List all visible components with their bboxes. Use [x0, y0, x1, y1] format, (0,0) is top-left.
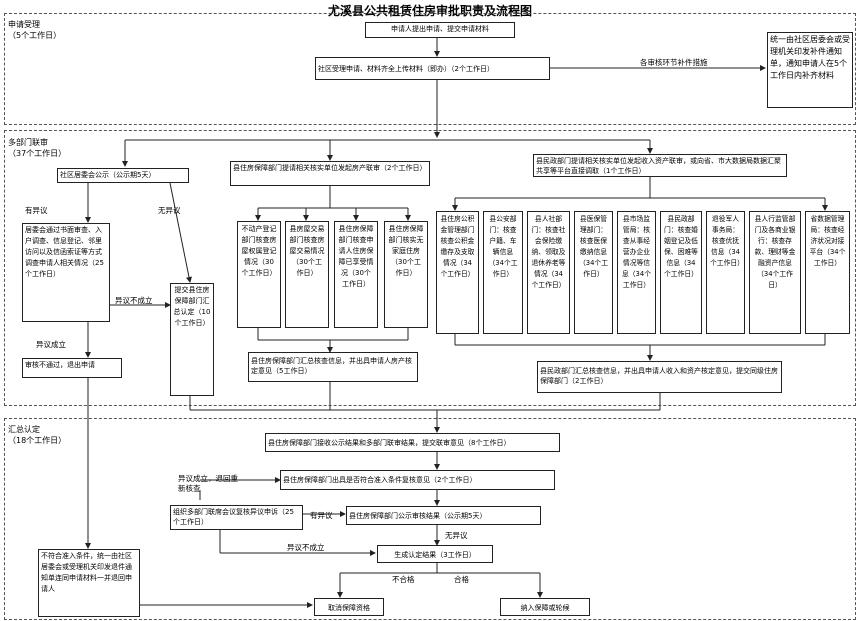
eligibility-box: 县住房保障部门出具是否符合准入条件复核意见（2个工作日） — [280, 470, 555, 490]
housing-dept-box: 县住房保障部门提请相关核实单位发起房产联审（2个工作日） — [230, 161, 430, 186]
publicity-result-box: 县住房保障部门公示审核结果（公示期5天） — [346, 506, 541, 525]
civil-col-box: 县住房公积金管理部门核查公积金缴存及支取情况（34个工作日） — [436, 211, 479, 334]
org-review-box: 组织多部门联席会议复核异议申诉（25个工作日） — [170, 505, 303, 530]
community-accept-box: 社区受理申请、材料齐全上传材料（即办）（2个工作日） — [315, 57, 550, 80]
supplement-notice-box: 统一由社区居委会或受理机关印发补件通知单，通知申请人在5个工作日内补齐材料 — [767, 32, 853, 108]
not-qualified-box: 不符合准入条件，统一由社区居委会或受理机关印发退件通知单连同申请材料一并退回申请… — [38, 549, 140, 617]
include-box: 纳入保障或轮候 — [500, 598, 590, 616]
section-confirm-name: 汇总认定 — [8, 425, 40, 434]
label-supplement: 各审核环节补件措施 — [640, 58, 708, 67]
civil-col-box: 退役军人事务局：核查优抚信息（34个工作日） — [706, 211, 745, 334]
housing-col-box: 县房屋交易部门核查房屋交易情况（30个工作日） — [285, 221, 329, 328]
housing-col-box: 县住房保障部门核实无家庭住房（30个工作日） — [384, 221, 428, 328]
apply-box: 申请人提出申请、提交申请材料 — [365, 22, 515, 38]
civil-col-box: 县人行监管部门及各商业银行：核查存款、理财等金融资产信息（34个工作日） — [749, 211, 801, 334]
community-verify-box: 居委会通过书面审查、入户调查、信息登记、邻里访问以及信函索证等方式调查申请人相关… — [22, 223, 110, 322]
section-review-days: （37个工作日） — [8, 149, 67, 158]
reject-return-box: 审核不通过，退出申请 — [22, 358, 122, 378]
housing-summary-box: 县住房保障部门汇总核查信息，并出具申请人房产核定意见（5工作日） — [248, 352, 418, 382]
section-review — [4, 130, 856, 406]
civil-col-box: 省数据管理局：核查经济状况对接平台（34个工作日） — [805, 211, 850, 334]
civil-col-box: 县医保管理部门：核查医保缴纳信息（34个工作日） — [574, 211, 613, 334]
label-has-objection: 有异议 — [310, 511, 333, 520]
cancel-box: 取消保障资格 — [314, 598, 384, 616]
diagram-title: 尤溪县公共租赁住房审批职责及流程图 — [327, 4, 532, 18]
label-obj-valid: 异议成立 — [36, 340, 66, 349]
label-obj-valid-redo: 异议成立，退回重新核查 — [178, 474, 238, 493]
label-objection: 有异议 — [25, 206, 48, 215]
housing-col-box: 县住房保障部门核查申请人住房保障已享受情况（30个工作日） — [334, 221, 378, 328]
housing-col-box: 不动产登记部门核查房屋权属登记情况（30个工作日） — [237, 221, 281, 328]
label-no-objection-2: 无异议 — [445, 531, 468, 540]
label-obj-not-valid-2: 异议不成立 — [287, 543, 325, 552]
label-obj-not-valid: 异议不成立 — [115, 296, 153, 305]
community-publicity-box: 社区居委会公示（公示期5天） — [57, 168, 189, 183]
civil-col-box: 县人社部门：核查社会保险缴纳、领取及退休养老等情况（34个工作日） — [527, 211, 570, 334]
section-confirm-label: 汇总认定 （18个工作日） — [8, 424, 66, 446]
section-review-label: 多部门联审 （37个工作日） — [8, 137, 66, 159]
receive-results-box: 县住房保障部门接收公示结果和多部门联审结果，提交联审意见（8个工作日） — [265, 433, 560, 452]
civil-dept-box: 县民政部门提请相关核实单位发起收入资产联审，或向省、市大数据局数据汇聚共享等平台… — [533, 154, 787, 177]
civil-col-box: 县民政部门：核查婚姻登记及低保、困难等信息（34个工作日） — [660, 211, 702, 334]
section-accept-name: 申请受理 — [8, 20, 40, 29]
section-accept-label: 申请受理 （5个工作日） — [8, 19, 61, 41]
section-accept — [4, 13, 856, 125]
section-accept-days: （5个工作日） — [8, 31, 62, 40]
section-confirm — [4, 418, 856, 620]
submit-housing-box: 提交县住房保障部门汇总认定（10个工作日） — [170, 283, 214, 396]
civil-col-box: 县市场监管局：核查从事经营办企业情况等信息（34个工作日） — [617, 211, 656, 334]
label-no-objection: 无异议 — [158, 206, 181, 215]
final-result-box: 生成认定结果（3工作日） — [377, 545, 493, 563]
civil-summary-box: 县民政部门汇总核查信息，并出具申请人收入和资产核定意见，提交同级住房保障部门（2… — [537, 361, 782, 393]
section-review-name: 多部门联审 — [8, 138, 48, 147]
civil-col-box: 县公安部门：核查户籍、车辆信息（34个工作日） — [483, 211, 523, 334]
label-pass: 合格 — [454, 575, 469, 584]
section-confirm-days: （18个工作日） — [8, 436, 67, 445]
label-fail: 不合格 — [392, 575, 415, 584]
